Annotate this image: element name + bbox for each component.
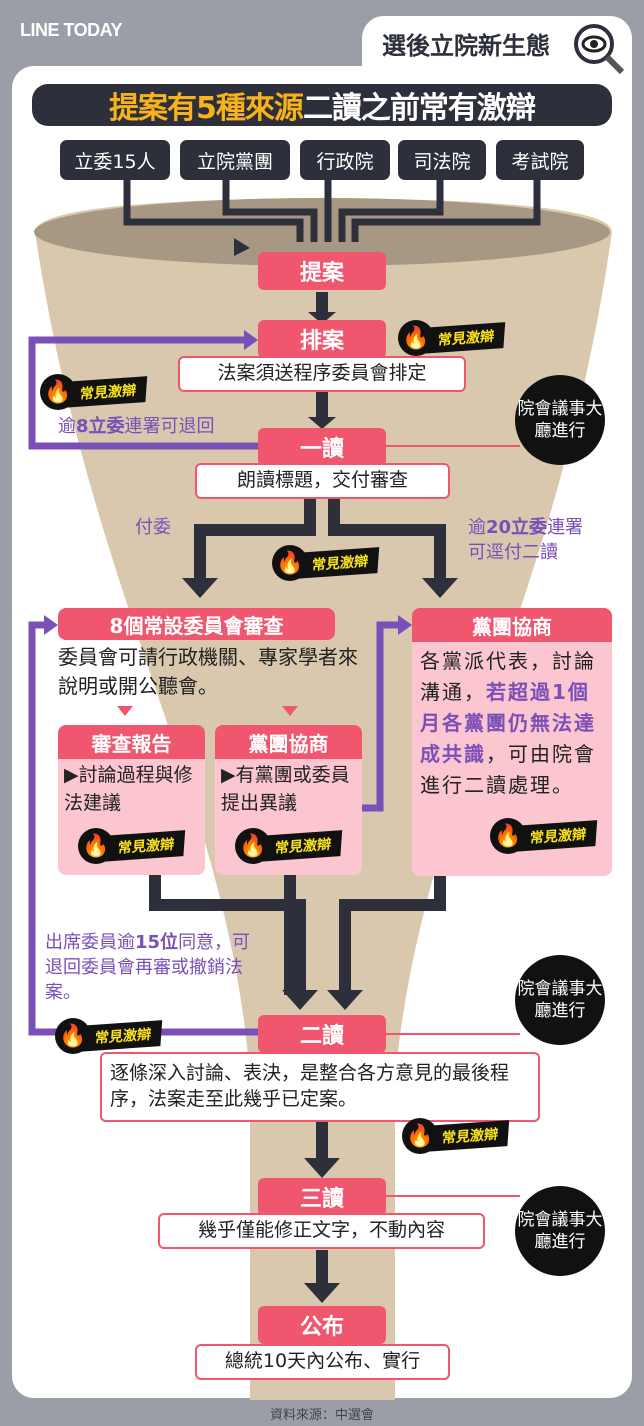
negotiation-header: 黨團協商: [412, 608, 612, 642]
schedule-note: 法案須送程序委員會排定: [178, 356, 466, 392]
fire-icon: 🔥: [402, 1118, 438, 1154]
to-committee-label: 付委: [135, 517, 171, 538]
committee-note: 委員會可請行政機關、專家學者來說明或開公聽會。: [58, 645, 358, 698]
negotiation-text: 各黨派代表，討論溝通，若超過1個月各黨團仍無法達成共識，可由院會進行二讀處理。: [420, 649, 596, 797]
first-reading-note: 朗讀標題，交付審查: [195, 463, 450, 499]
plenary-badge: 院會議事大廳進行: [515, 955, 605, 1045]
debate-badge: 🔥常見激辯: [490, 818, 598, 854]
page-title: 提案有5種來源二讀之前常有激辯: [32, 84, 612, 126]
step-promulgate: 公布: [258, 1306, 386, 1344]
fire-icon: 🔥: [55, 1018, 91, 1054]
promulgate-note: 總統10天內公布、實行: [195, 1344, 450, 1380]
title-highlight: 提案有5種來源: [109, 91, 304, 126]
source-executive-yuan: 行政院: [300, 140, 390, 180]
brand-logo: LINE TODAY: [20, 20, 123, 40]
debate-badge: 🔥常見激辯: [78, 828, 186, 864]
committee-header: 8個常設委員會審查: [58, 608, 335, 640]
caucus-text: ▶有黨團或委員提出異議: [221, 764, 350, 814]
report-text: ▶討論過程與修法建議: [64, 764, 193, 814]
source-legislators: 立委15人: [60, 140, 170, 180]
fire-icon: 🔥: [78, 828, 114, 864]
title-rest: 二讀之前常有激辯: [302, 91, 536, 126]
direct-second-reading-note: 逾20立委連署可逕付二讀: [468, 517, 584, 564]
debate-badge: 🔥常見激辯: [398, 320, 506, 356]
debate-badge: 🔥常見激辯: [55, 1018, 163, 1054]
debate-badge: 🔥常見激辯: [272, 545, 380, 581]
source-arrows: [123, 180, 541, 242]
series-title: 選後立院新生態: [382, 32, 550, 60]
fire-icon: 🔥: [235, 828, 271, 864]
funnel-top: [34, 198, 610, 266]
step-second-reading: 二讀: [258, 1015, 386, 1053]
fire-icon: 🔥: [272, 545, 308, 581]
schedule-return-note: 逾8立委連署可退回: [58, 416, 215, 437]
plenary-badge: 院會議事大廳進行: [515, 375, 605, 465]
step-schedule: 排案: [258, 320, 386, 358]
report-header: 審查報告: [58, 725, 205, 759]
arrow-heads: [182, 238, 458, 1303]
source-judicial-yuan: 司法院: [398, 140, 486, 180]
second-reading-note: 逐條深入討論、表決，是整合各方意見的最後程序，法案走至此幾乎已定案。: [100, 1052, 540, 1122]
caucus-header: 黨團協商: [215, 725, 362, 759]
debate-badge: 🔥常見激辯: [40, 374, 148, 410]
source-examination-yuan: 考試院: [496, 140, 584, 180]
return-committee-note: 出席委員逾15位同意，可退回委員會再審或撤銷法案。: [45, 932, 251, 1004]
third-reading-note: 幾乎僅能修正文字，不動內容: [158, 1213, 485, 1249]
flow-arrows: [149, 292, 446, 1285]
source-caucus: 立院黨團: [180, 140, 290, 180]
step-proposal: 提案: [258, 252, 386, 290]
fire-icon: 🔥: [40, 374, 76, 410]
plenary-badge: 院會議事大廳進行: [515, 1186, 605, 1276]
step-first-reading: 一讀: [258, 428, 386, 466]
magnifier-eye-icon: [574, 24, 625, 75]
source-footer: 資料來源：中選會: [269, 1408, 374, 1423]
debate-badge: 🔥常見激辯: [235, 828, 343, 864]
debate-badge: 🔥常見激辯: [402, 1118, 510, 1154]
step-third-reading: 三讀: [258, 1178, 386, 1216]
fire-icon: 🔥: [398, 320, 434, 356]
fire-icon: 🔥: [490, 818, 526, 854]
